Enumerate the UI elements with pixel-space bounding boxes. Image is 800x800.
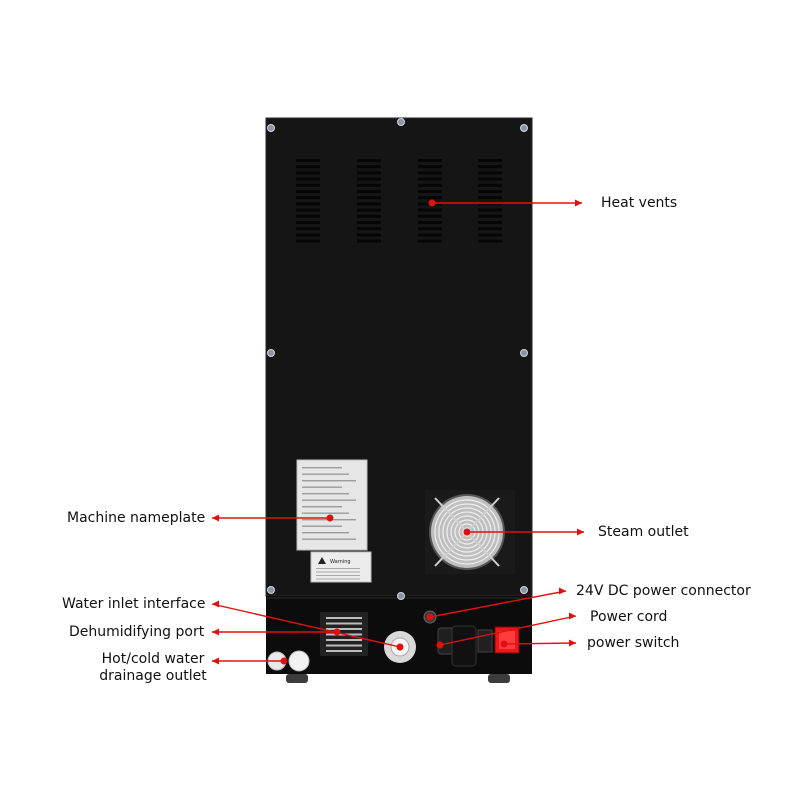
label-water-inlet: Water inlet interface	[62, 596, 206, 612]
vent-slot	[478, 221, 502, 224]
vent-slot	[357, 208, 381, 212]
vent-slot	[418, 177, 442, 181]
vent-slot	[478, 208, 502, 212]
vent-slot	[418, 208, 442, 212]
vent-slot	[296, 171, 320, 175]
vent-slot	[357, 221, 381, 224]
label-drainage-outlet: Hot/cold water drainage outlet	[92, 651, 214, 685]
vent-slot	[296, 221, 320, 224]
vent-slot	[478, 239, 502, 243]
vent-slot	[357, 196, 381, 200]
callout-arrows	[211, 199, 584, 665]
vent-slot	[418, 196, 442, 200]
vent-slot	[478, 171, 502, 175]
vent-slot	[296, 177, 320, 181]
vent-slot	[296, 233, 320, 237]
vent-slot	[357, 165, 381, 169]
warning-triangle-icon	[318, 557, 326, 564]
power-cord-socket	[437, 625, 477, 667]
vent-slot	[418, 239, 442, 243]
feet	[286, 674, 510, 683]
power-switch-housing	[477, 626, 520, 654]
vent-slot	[357, 171, 381, 175]
vent-slot	[296, 165, 320, 169]
vent-slot	[478, 202, 502, 206]
vent-slot	[357, 159, 381, 162]
warning-sticker-text: Warning	[330, 559, 351, 565]
vent-slot	[478, 196, 502, 200]
vent-slot	[418, 165, 442, 169]
vent-slot	[418, 171, 442, 175]
vent-slot	[478, 233, 502, 237]
vent-slot	[478, 227, 502, 231]
label-heat-vents: Heat vents	[601, 195, 678, 211]
vent-slot	[296, 239, 320, 243]
label-power-cord: Power cord	[590, 609, 668, 625]
vent-slot	[418, 183, 442, 187]
label-dehumidifying-port: Dehumidifying port	[69, 624, 205, 640]
screws	[267, 118, 528, 600]
vent-slot	[296, 196, 320, 200]
label-steam-outlet: Steam outlet	[598, 524, 689, 540]
label-machine-nameplate: Machine nameplate	[67, 510, 206, 526]
vent-slot	[357, 227, 381, 231]
vent-slot	[478, 165, 502, 169]
vent-slot	[357, 214, 381, 218]
warning-sticker: Warning	[310, 551, 372, 583]
vent-slot	[296, 159, 320, 162]
vent-slot	[296, 208, 320, 212]
vent-slot	[478, 190, 502, 193]
vent-slot	[296, 202, 320, 206]
vent-slot	[418, 190, 442, 193]
vent-slot	[357, 239, 381, 243]
vent-slot	[418, 221, 442, 224]
label-drainage-line1: Hot/cold water	[101, 651, 205, 667]
vent-slot	[296, 190, 320, 193]
drainage-outlets	[267, 650, 310, 672]
vent-slot	[357, 183, 381, 187]
vent-slot	[478, 183, 502, 187]
vent-slot	[418, 233, 442, 237]
vent-slot	[296, 214, 320, 218]
vent-slot	[478, 177, 502, 181]
label-power-switch: power switch	[587, 635, 680, 651]
vent-slot	[357, 177, 381, 181]
vent-slot	[478, 214, 502, 218]
vent-slot	[296, 227, 320, 231]
vent-slot	[357, 190, 381, 193]
vent-slot	[357, 233, 381, 237]
heat-vents	[296, 159, 502, 243]
vent-slot	[357, 202, 381, 206]
vent-slot	[478, 159, 502, 162]
vent-slot	[296, 183, 320, 187]
vent-slot	[418, 214, 442, 218]
machine-nameplate	[296, 459, 368, 551]
vent-slot	[418, 227, 442, 231]
label-dc-connector: 24V DC power connector	[576, 583, 751, 599]
label-drainage-line2: drainage outlet	[99, 668, 207, 684]
vent-slot	[418, 159, 442, 162]
